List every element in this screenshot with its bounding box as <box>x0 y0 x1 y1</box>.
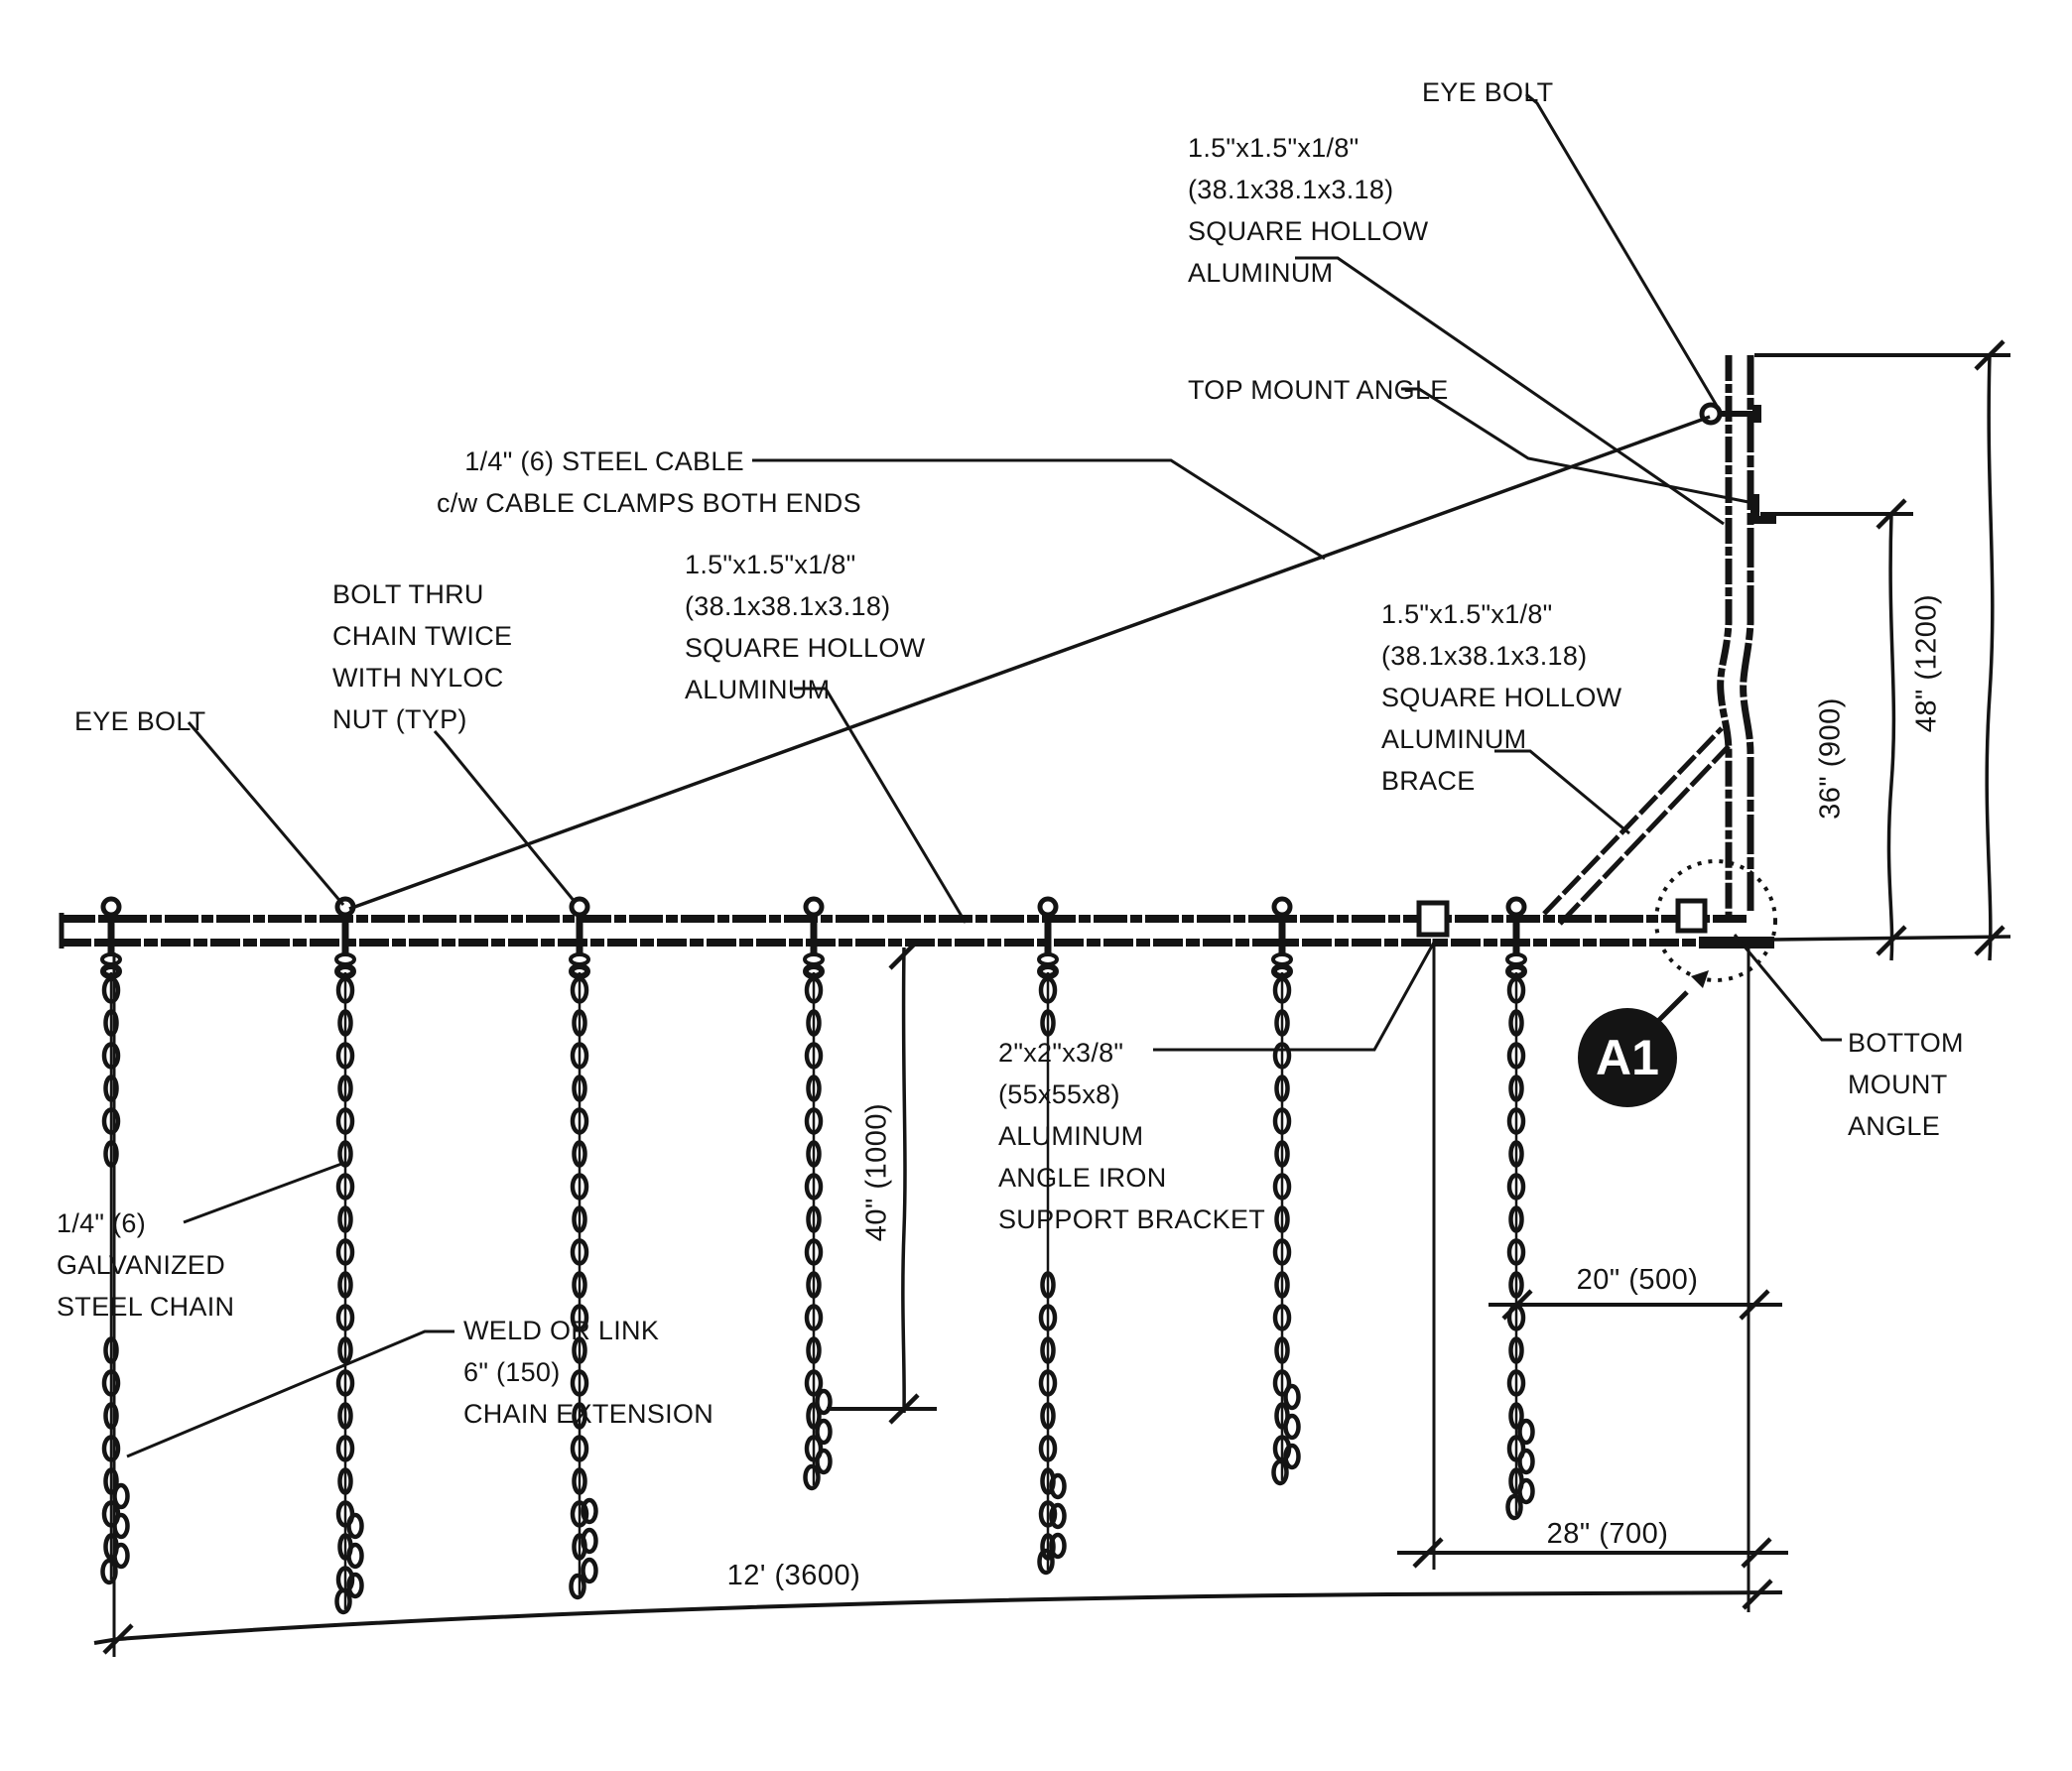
label-steel-cable: 1/4" (6) STEEL CABLE c/w CABLE CLAMPS BO… <box>437 446 861 518</box>
chain-extension-link <box>1049 1502 1067 1530</box>
chain-assembly <box>1037 896 1067 1576</box>
eye-bolt-icon <box>1505 896 1527 918</box>
label-bolt-thru-chain: BOLT THRU CHAIN TWICE WITH NYLOC NUT (TY… <box>332 579 513 734</box>
chain-extension-link <box>1283 1413 1301 1441</box>
leader-lines <box>126 92 1842 1458</box>
a1-badge-label: A1 <box>1596 1030 1659 1085</box>
bottom-mount-angle-plate <box>1675 898 1708 934</box>
label-post-material: 1.5"x1.5"x1/8" (38.1x38.1x3.18) SQUARE H… <box>1188 133 1429 288</box>
brace-square-hollow-aluminum <box>1542 726 1731 926</box>
chain-extension-link <box>346 1542 364 1570</box>
eye-bolt-icon <box>569 896 590 918</box>
detail-callout-circle <box>1654 859 1777 982</box>
eye-bolt-icon <box>100 896 122 918</box>
chain-extension-link <box>112 1542 130 1570</box>
chain-assembly <box>803 896 833 1491</box>
chains-layer <box>100 896 1535 1615</box>
label-top-mount-angle: TOP MOUNT ANGLE <box>1188 375 1449 405</box>
dim-post-height: 48" (1200) <box>1910 593 1943 733</box>
post-eye-bolt <box>1699 402 1761 426</box>
chain-extension-link <box>815 1388 833 1416</box>
chain-extension-link <box>346 1512 364 1540</box>
a1-detail-badge: A1 <box>1578 1008 1677 1107</box>
eye-bolt-icon <box>334 896 356 918</box>
chain-assembly <box>334 896 364 1615</box>
chain-extension-link <box>1283 1443 1301 1470</box>
chain-extension-link <box>581 1497 598 1525</box>
label-support-bracket: 2"x2"x3/8" (55x55x8) ALUMINUM ANGLE IRON… <box>998 1038 1266 1234</box>
chain-extension-link <box>815 1418 833 1446</box>
dim-end-spacing: 20" (500) <box>1576 1264 1699 1296</box>
dimension-lines <box>93 353 2011 1657</box>
label-eye-bolt-top: EYE BOLT <box>1422 77 1554 107</box>
dim-brace-height: 36" (900) <box>1814 697 1847 820</box>
steel-cable-line <box>348 415 1711 911</box>
chain-assembly <box>1271 896 1301 1486</box>
eye-bolt-icon <box>1271 896 1293 918</box>
top-mount-angle-bracket <box>1750 494 1776 524</box>
chain-assembly <box>1505 896 1535 1521</box>
chain-extension-link <box>1049 1472 1067 1500</box>
chain-assembly <box>569 896 598 1600</box>
label-galvanized-chain: 1/4" (6) GALVANIZED STEEL CHAIN <box>57 1208 235 1322</box>
label-weld-or-link: WELD OR LINK 6" (150) CHAIN EXTENSION <box>463 1316 714 1429</box>
chain-extension-link <box>346 1572 364 1599</box>
chain-extension-link <box>112 1482 130 1510</box>
eye-bolt-icon <box>1037 896 1059 918</box>
eye-bolt-icon <box>803 896 825 918</box>
label-brace-material: 1.5"x1.5"x1/8" (38.1x38.1x3.18) SQUARE H… <box>1381 599 1622 796</box>
chain-extension-link <box>581 1527 598 1555</box>
label-beam-material: 1.5"x1.5"x1/8" (38.1x38.1x3.18) SQUARE H… <box>685 550 926 704</box>
dim-chain-drop: 40" (1000) <box>860 1102 893 1242</box>
chain-extension-link <box>112 1512 130 1540</box>
chain-extension-link <box>815 1448 833 1475</box>
chain-extension-link <box>1283 1383 1301 1411</box>
chain-extension-link <box>1049 1532 1067 1560</box>
chain-assembly <box>100 896 130 1585</box>
post-square-hollow-aluminum <box>1717 355 1754 917</box>
label-eye-bolt-left: EYE BOLT <box>74 706 206 736</box>
support-bracket-plate <box>1416 900 1450 938</box>
chain-extension-link <box>581 1557 598 1584</box>
label-bottom-mount-angle: BOTTOM MOUNT ANGLE <box>1848 1028 1964 1141</box>
dim-bracket-offset: 28" (700) <box>1546 1518 1669 1550</box>
chain-extension-link <box>1517 1418 1535 1446</box>
dim-overall-length: 12' (3600) <box>726 1560 861 1591</box>
chain-extension-link <box>1517 1477 1535 1505</box>
chain-extension-link <box>1517 1448 1535 1475</box>
